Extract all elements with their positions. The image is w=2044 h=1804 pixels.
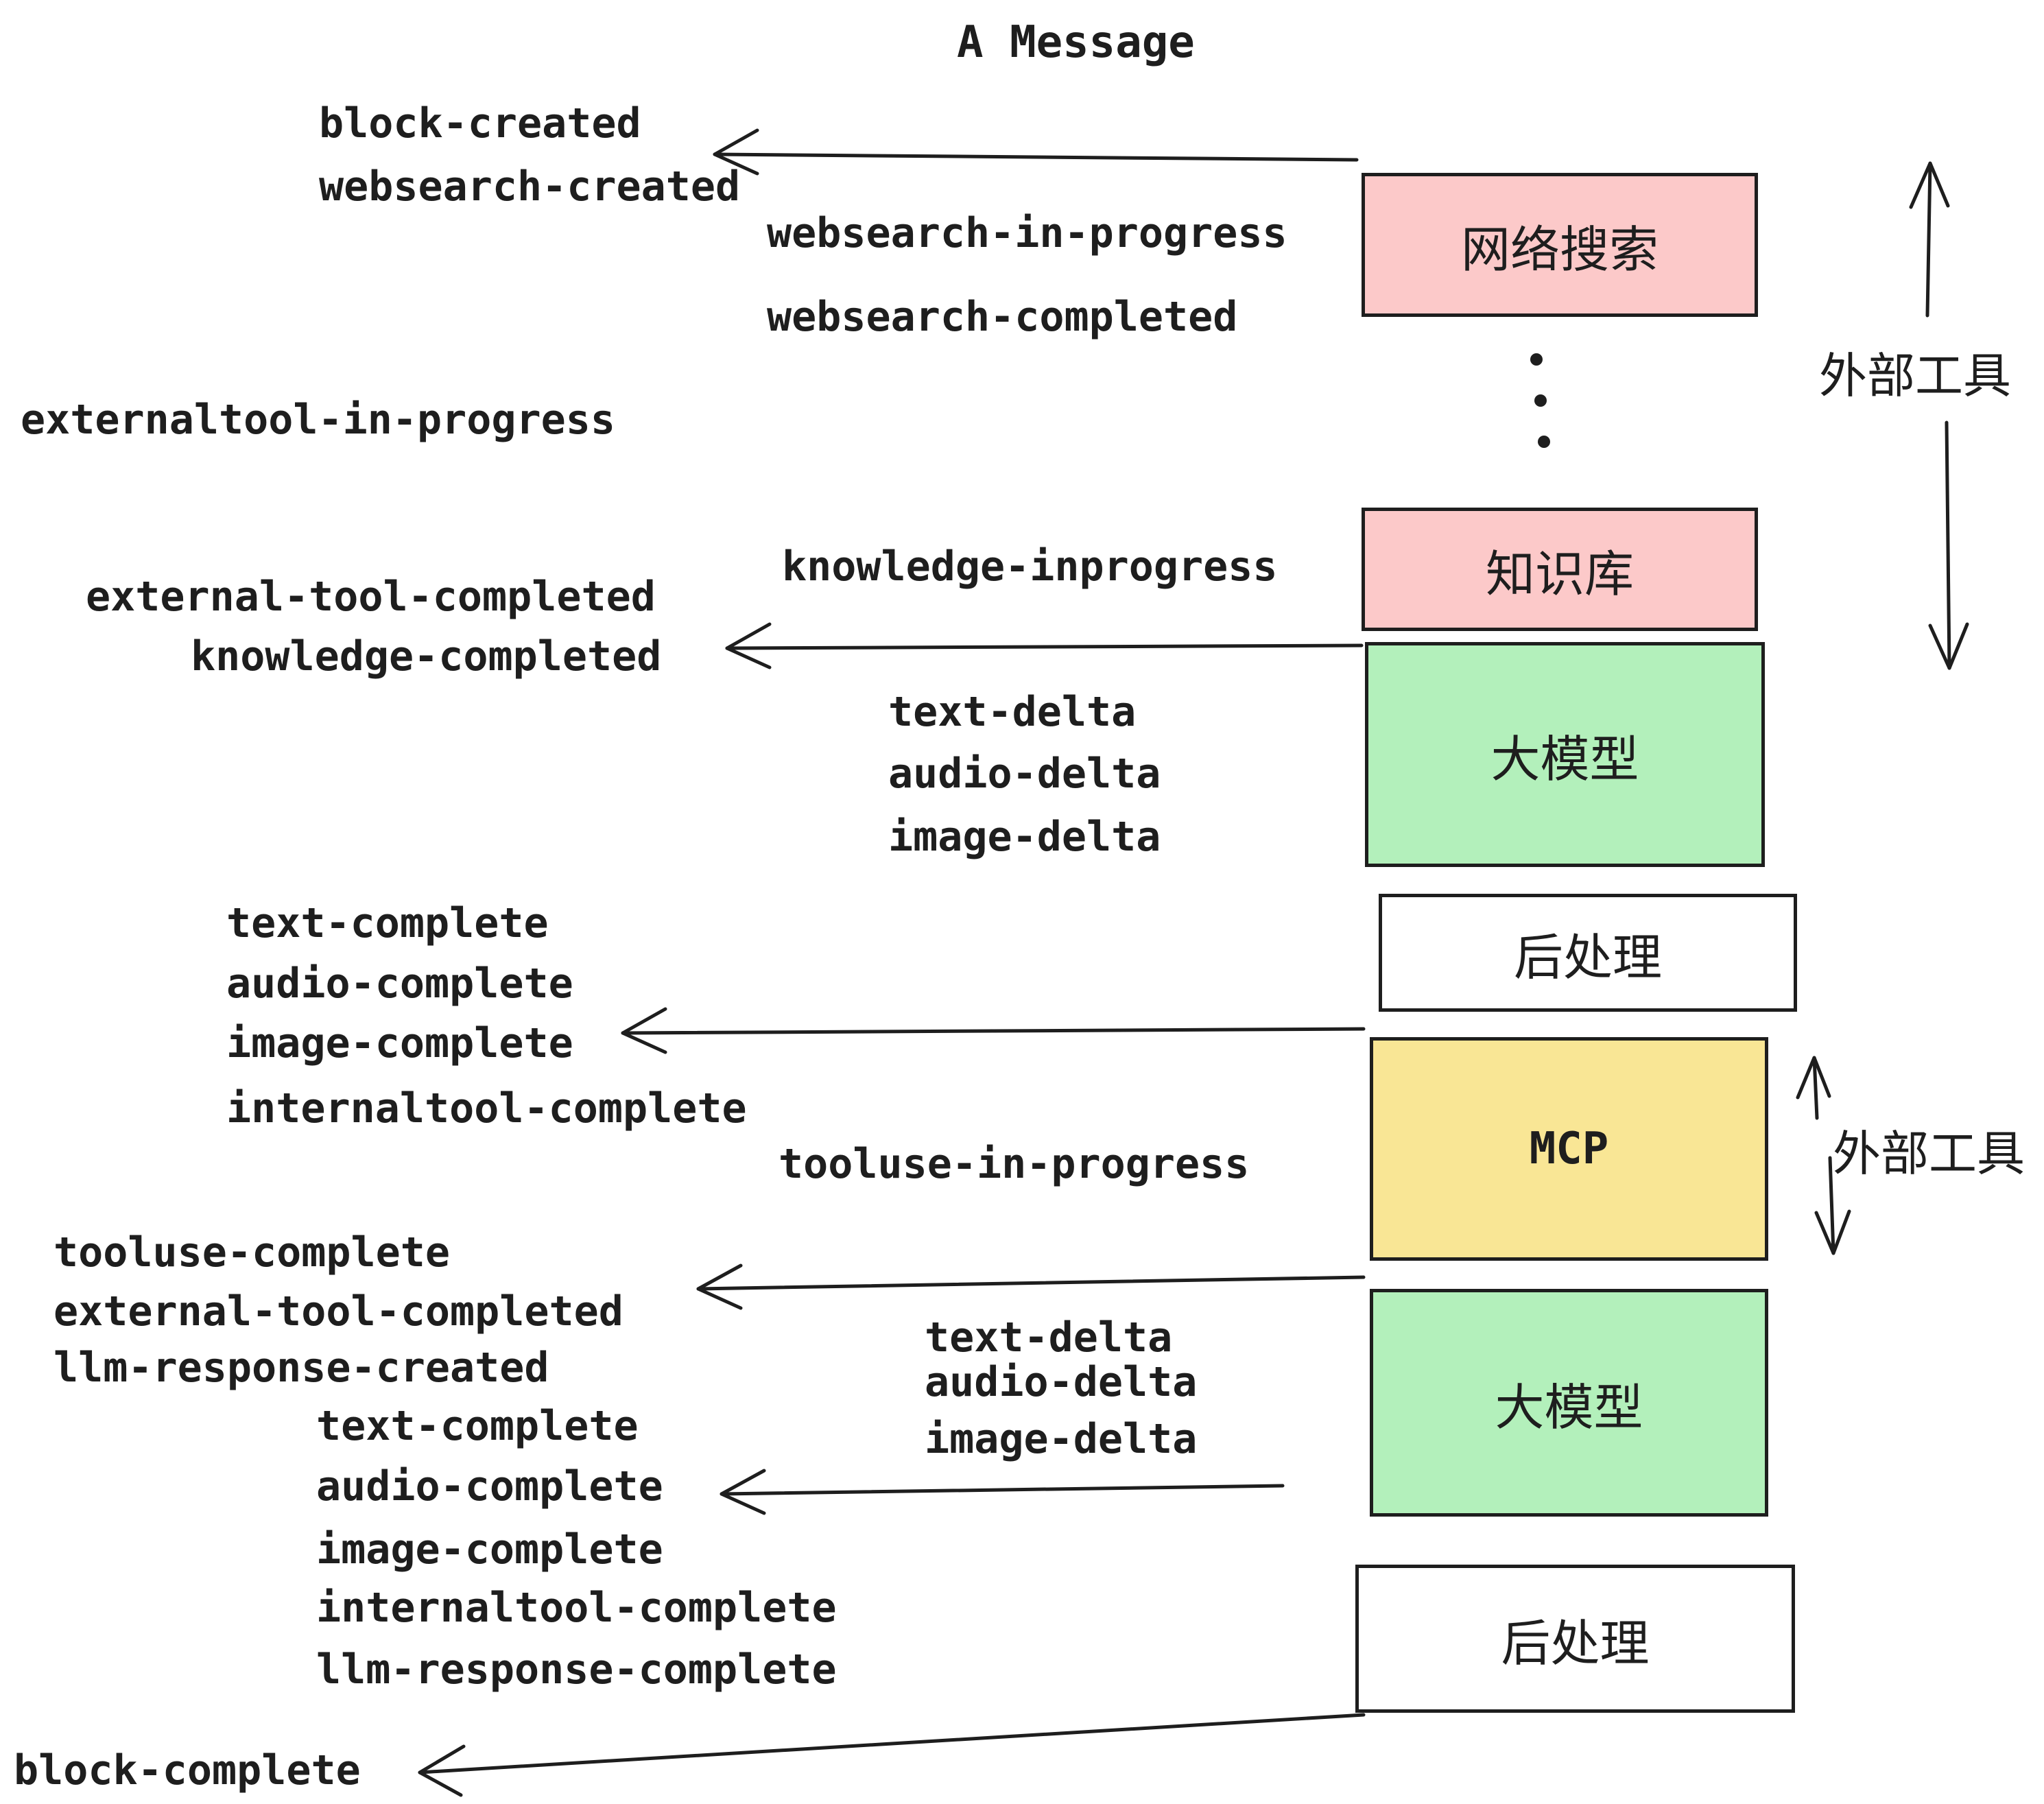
event-websearch-completed: websearch-completed xyxy=(767,293,1238,341)
external-tools-label-1: 外部工具 xyxy=(1819,348,2011,404)
external-tools-down-arrow-2 xyxy=(1814,1156,1851,1255)
event-block-created: block-created xyxy=(319,99,641,147)
event-image-delta-2: image-delta xyxy=(925,1415,1198,1463)
box-llm-1-label: 大模型 xyxy=(1490,730,1639,788)
box-postprocess-2: 后处理 xyxy=(1355,1565,1795,1713)
event-audio-delta-1: audio-delta xyxy=(888,750,1161,798)
arrow-llm-to-knowledge-completed xyxy=(725,622,1364,669)
event-external-tool-completed-2: external-tool-completed xyxy=(54,1287,623,1336)
arrow-postprocess2-to-block-complete xyxy=(418,1713,1366,1797)
event-image-complete-1: image-complete xyxy=(226,1019,573,1067)
external-tools-up-arrow-1 xyxy=(1909,161,1950,318)
external-tools-down-arrow-1 xyxy=(1928,420,1969,670)
box-postprocess-1-label: 后处理 xyxy=(1513,928,1662,986)
event-llm-response-created: llm-response-created xyxy=(54,1344,549,1392)
box-knowledge-base-label: 知识库 xyxy=(1485,545,1634,603)
event-image-complete-2: image-complete xyxy=(316,1526,663,1574)
event-knowledge-completed: knowledge-completed xyxy=(191,632,662,680)
event-llm-response-complete: llm-response-complete xyxy=(316,1646,837,1694)
event-audio-complete-1: audio-complete xyxy=(226,960,573,1008)
event-tooluse-complete: tooluse-complete xyxy=(54,1229,450,1277)
box-postprocess-2-label: 后处理 xyxy=(1501,1614,1650,1672)
event-internaltool-complete-1: internaltool-complete xyxy=(226,1084,747,1132)
arrow-postprocess-to-image-complete xyxy=(621,1007,1366,1054)
event-image-delta-1: image-delta xyxy=(888,813,1161,861)
event-tooluse-in-progress: tooluse-in-progress xyxy=(779,1140,1250,1188)
arrow-websearch-to-block-created xyxy=(713,128,1359,176)
event-knowledge-inprogress: knowledge-inprogress xyxy=(782,543,1278,591)
box-postprocess-1: 后处理 xyxy=(1379,894,1797,1012)
box-websearch: 网络搜索 xyxy=(1362,173,1758,317)
event-text-delta-1: text-delta xyxy=(888,688,1137,736)
box-knowledge-base: 知识库 xyxy=(1362,508,1758,631)
event-text-delta-2: text-delta xyxy=(925,1314,1173,1362)
event-audio-complete-2: audio-complete xyxy=(316,1462,663,1510)
ellipsis-dots-icon xyxy=(1530,353,1550,448)
arrow-mcp-to-tooluse-complete xyxy=(696,1263,1366,1310)
box-llm-2-label: 大模型 xyxy=(1495,1378,1643,1436)
box-mcp-label: MCP xyxy=(1529,1124,1609,1174)
external-tools-label-2: 外部工具 xyxy=(1833,1126,2025,1182)
box-mcp: MCP xyxy=(1370,1037,1768,1261)
event-text-complete-1: text-complete xyxy=(226,899,549,947)
arrow-llm2-to-audio-complete xyxy=(720,1469,1285,1515)
event-text-complete-2: text-complete xyxy=(316,1402,639,1450)
event-audio-delta-2: audio-delta xyxy=(925,1358,1198,1406)
external-tools-up-arrow-2 xyxy=(1796,1056,1831,1120)
box-websearch-label: 网络搜索 xyxy=(1460,220,1659,278)
event-block-complete: block-complete xyxy=(14,1746,361,1794)
event-websearch-created: websearch-created xyxy=(319,163,741,211)
event-internaltool-complete-2: internaltool-complete xyxy=(316,1584,837,1632)
event-externaltool-in-progress: externaltool-in-progress xyxy=(21,396,615,444)
box-llm-2: 大模型 xyxy=(1370,1289,1768,1517)
event-websearch-in-progress: websearch-in-progress xyxy=(767,209,1287,257)
box-llm-1: 大模型 xyxy=(1365,642,1765,867)
diagram-title: A Message xyxy=(957,17,1195,68)
event-external-tool-completed-1: external-tool-completed xyxy=(86,573,656,621)
